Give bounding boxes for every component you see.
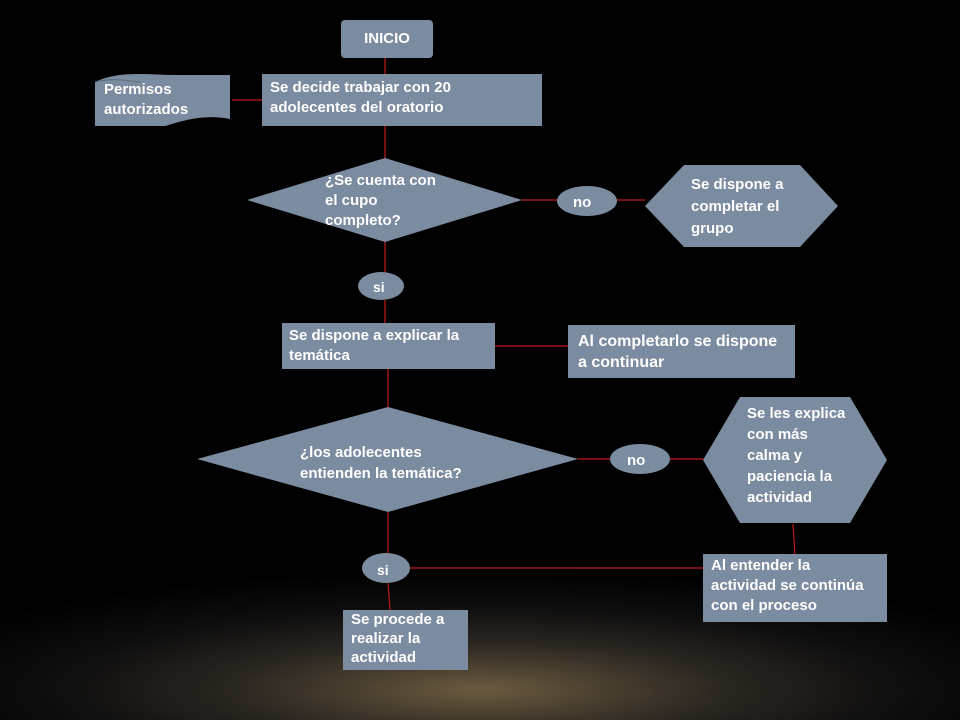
no-1-label: no [573, 194, 592, 211]
si-1-oval [358, 272, 404, 300]
do-activity-label: Se procede a realizar la actividad [351, 611, 445, 666]
continue-process-box: Al entender la actividad se continúa con… [703, 554, 887, 622]
connector-lines [232, 58, 796, 611]
decision-full-group-shape [247, 158, 522, 242]
no-2-oval [610, 444, 670, 474]
si-1-label: si [373, 279, 385, 295]
permits-document-curl [94, 79, 141, 83]
start-label: INICIO [364, 30, 410, 47]
decide-work-box: Se decide trabajar con 20 adolecentes de… [262, 74, 542, 126]
permits-document-shape [95, 73, 230, 126]
hexagon-complete-group-shape [645, 165, 838, 247]
q-full-group-label: ¿Se cuenta con el cupo completo? [325, 172, 436, 229]
hexagon-explain-calm-shape [703, 397, 887, 523]
complete-group-label: Se dispone a completar el grupo [691, 176, 784, 237]
continue-after-box: Al completarlo se dispone a continuar [568, 325, 795, 378]
explain-topic-label: Se dispone a explicar la temática [289, 327, 460, 364]
decide-work-label: Se decide trabajar con 20 adolecentes de… [270, 79, 451, 116]
start-box: INICIO [341, 20, 433, 58]
continue-after-label: Al completarlo se dispone a continuar [578, 333, 778, 371]
no-2-label: no [627, 452, 646, 469]
connector-calm-to-process [792, 523, 796, 555]
decision-understand-shape [197, 407, 578, 512]
no-1-oval [557, 186, 617, 216]
q-understand-label: ¿los adolecentes entienden la temática? [300, 444, 462, 482]
si-2-label: si [377, 562, 389, 578]
si-2-oval [362, 553, 410, 583]
explain-calm-label: Se les explica con más calma y paciencia… [747, 405, 846, 506]
continue-process-label: Al entender la actividad se continúa con… [711, 557, 864, 614]
do-activity-box: Se procede a realizar la actividad [343, 610, 468, 670]
explain-topic-box: Se dispone a explicar la temática [282, 323, 495, 369]
permits-label: Permisos autorizados [104, 81, 189, 118]
connector-si2-to-activity [387, 582, 391, 611]
